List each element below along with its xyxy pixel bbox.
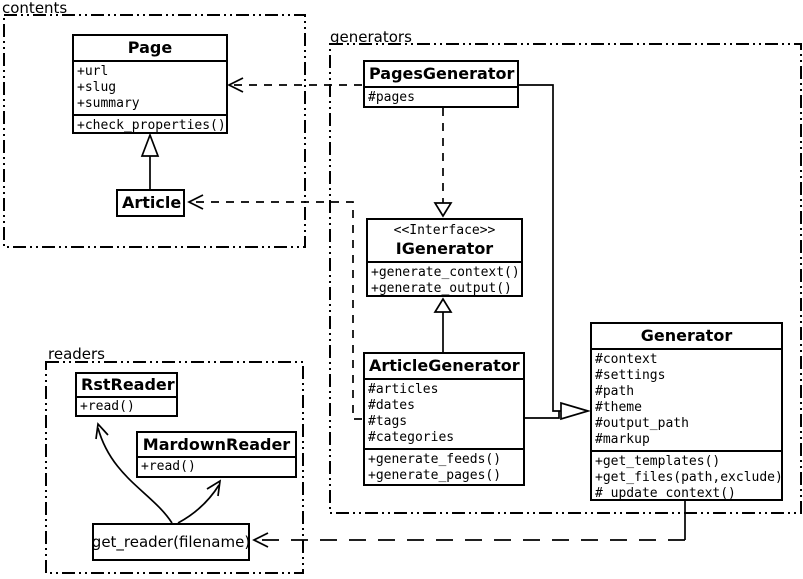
edge-pagesgenerator-to-page — [227, 77, 362, 93]
class-igenerator-stereotype: <<Interface>> — [393, 223, 496, 238]
class-mardownreader-title: MardownReader — [142, 435, 291, 454]
attribute: #theme — [595, 400, 642, 415]
attribute: #output_path — [595, 416, 689, 431]
package-frame-readers — [45, 361, 304, 574]
method: +generate_context() — [371, 265, 520, 280]
class-igenerator-methods: +generate_context() +generate_output() — [368, 261, 521, 296]
class-mardownreader: MardownReader +read() — [136, 431, 297, 478]
edge-articlegenerator-to-generator — [524, 401, 591, 421]
edge-articlegenerator-to-article — [187, 194, 362, 420]
class-rstreader-title: RstReader — [81, 375, 175, 394]
class-article: Article — [116, 189, 185, 217]
edge-article-to-page — [140, 132, 160, 190]
edge-getreader-to-rstreader — [95, 422, 173, 524]
package-label-contents: contents — [2, 0, 68, 17]
class-pagesgenerator-title: PagesGenerator — [369, 64, 515, 83]
attribute: #settings — [595, 368, 666, 383]
class-generator-methods: +get_templates() +get_files(path,exclude… — [592, 450, 783, 501]
package-label-generators: generators — [330, 28, 412, 46]
class-rstreader: RstReader +read() — [75, 372, 178, 417]
class-page-title: Page — [127, 38, 173, 57]
method: +generate_output() — [371, 281, 512, 296]
package-frame-generators — [329, 43, 802, 514]
class-igenerator-title: IGenerator — [395, 239, 494, 258]
edge-articlegenerator-to-igenerator — [433, 297, 453, 352]
class-generator-title: Generator — [640, 326, 733, 345]
class-page-methods: +check_properties() — [74, 114, 226, 133]
class-article-title: Article — [122, 193, 182, 212]
class-generator-attributes: #context #settings #path #theme #output_… — [592, 348, 781, 450]
method: +read() — [141, 459, 196, 474]
class-articlegenerator-title: ArticleGenerator — [369, 356, 520, 375]
node-get-reader: get_reader(filename) — [92, 523, 250, 561]
node-get-reader-label: get_reader(filename) — [91, 533, 251, 551]
package-label-readers: readers — [48, 345, 105, 363]
edge-pagesgenerator-to-igenerator — [433, 108, 453, 218]
class-page: Page +url +slug +summary +check_properti… — [72, 34, 228, 134]
class-pagesgenerator: PagesGenerator #pages — [363, 60, 519, 108]
class-generator: Generator #context #settings #path #them… — [590, 322, 783, 501]
method: +get_templates() — [595, 454, 721, 469]
class-page-attributes: +url +slug +summary — [74, 60, 226, 114]
class-rstreader-methods: +read() — [77, 396, 176, 415]
edge-pagesgenerator-to-generator — [518, 84, 561, 412]
attribute: #path — [595, 384, 635, 399]
attribute: #tags — [368, 414, 408, 429]
edge-generator-to-getreader — [252, 499, 686, 548]
class-igenerator: <<Interface>> IGenerator +generate_conte… — [366, 218, 523, 297]
attribute: +slug — [77, 80, 117, 95]
method: +generate_feeds() — [368, 452, 502, 467]
attribute: +url — [77, 64, 109, 79]
method: +read() — [80, 399, 135, 414]
class-pagesgenerator-attributes: #pages — [365, 86, 517, 106]
method: +get_files(path,exclude) — [595, 470, 783, 485]
package-frame-contents — [3, 14, 306, 248]
method: #_update_context() — [595, 486, 736, 501]
attribute: #dates — [368, 398, 415, 413]
edge-getreader-to-mardownreader — [177, 479, 222, 524]
class-articlegenerator: ArticleGenerator #articles #dates #tags … — [363, 352, 525, 486]
class-articlegenerator-attributes: #articles #dates #tags #categories — [365, 378, 523, 448]
attribute: +summary — [77, 96, 140, 111]
attribute: #categories — [368, 430, 455, 445]
attribute: #articles — [368, 382, 439, 397]
attribute: #markup — [595, 432, 650, 447]
method: +generate_pages() — [368, 468, 502, 483]
attribute: #pages — [368, 90, 415, 105]
class-mardownreader-methods: +read() — [138, 456, 295, 476]
class-articlegenerator-methods: +generate_feeds() +generate_pages() — [365, 448, 523, 484]
method: +check_properties() — [77, 118, 226, 133]
attribute: #context — [595, 352, 658, 367]
class-igenerator-header: <<Interface>> IGenerator — [368, 220, 521, 261]
